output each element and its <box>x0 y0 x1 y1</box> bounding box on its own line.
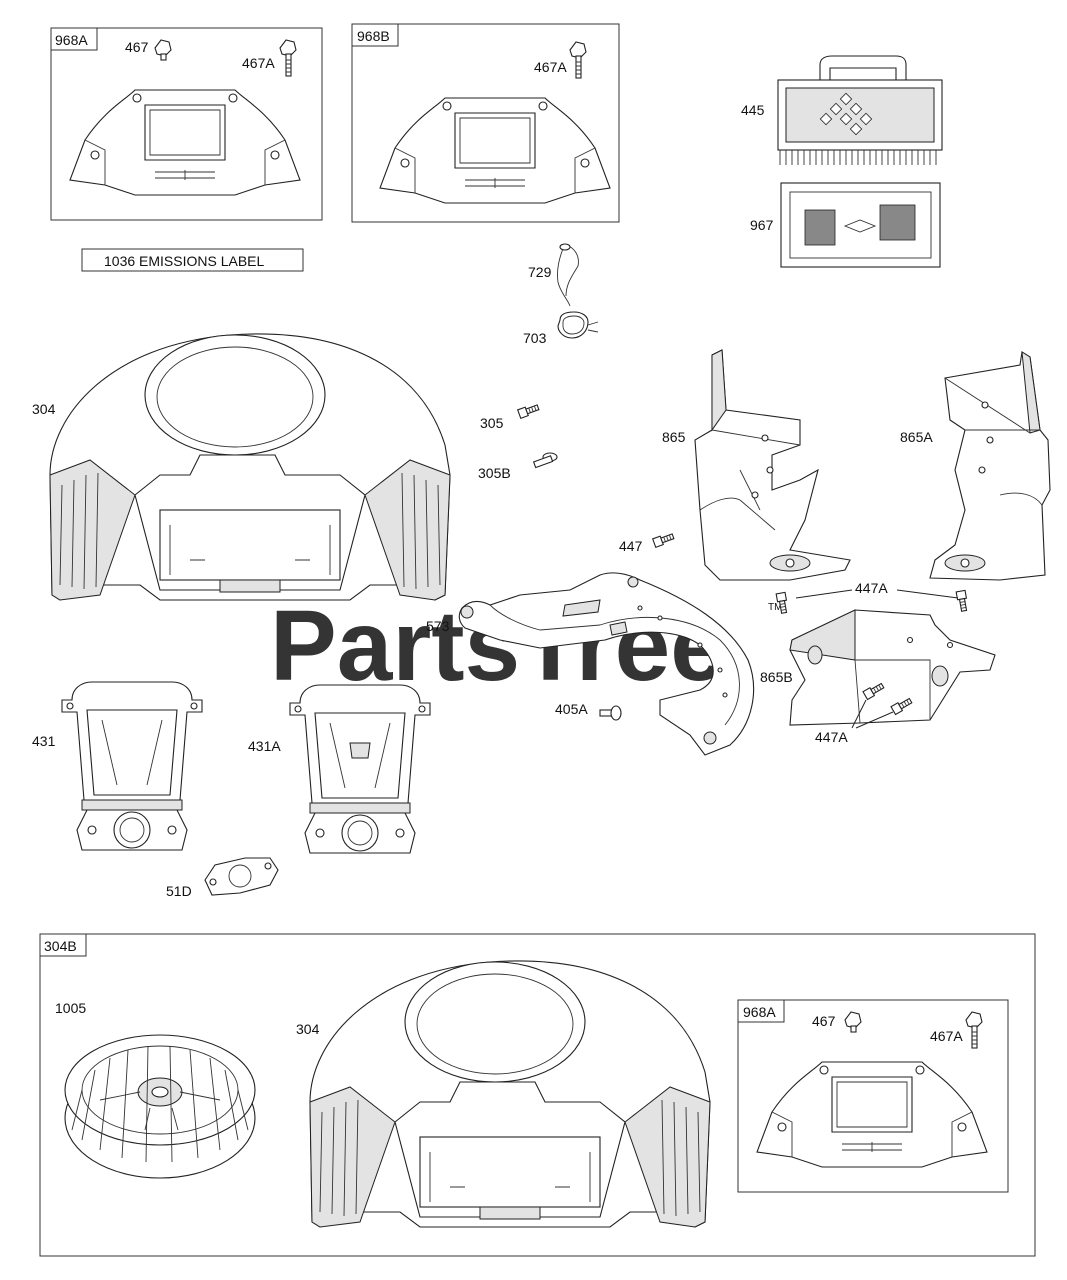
wire-tie-729: 729 <box>528 243 579 307</box>
leader-447a-right <box>896 589 959 599</box>
callout-729: 729 <box>528 264 552 280</box>
flywheel-1005: 1005 <box>55 1000 256 1179</box>
box-968a-bottom-title: 968A <box>743 1004 776 1020</box>
callout-1005: 1005 <box>55 1000 86 1016</box>
air-filter-445: 445 <box>741 55 943 165</box>
box-968b-title: 968B <box>357 28 390 44</box>
screw-447a-right <box>955 589 970 613</box>
callout-467a-bottom: 467A <box>930 1028 963 1044</box>
knob-467-bottom <box>844 1011 862 1033</box>
callout-467: 467 <box>125 39 149 55</box>
callout-467a: 467A <box>242 55 275 71</box>
baffle-865a: 865A <box>900 351 1051 581</box>
callout-304: 304 <box>32 401 56 417</box>
callout-305b: 305B <box>478 465 511 481</box>
clamp-703: 703 <box>523 311 599 346</box>
callout-467a-b: 467A <box>534 59 567 75</box>
callout-447a-top: 447A <box>855 580 888 596</box>
callout-304-bottom: 304 <box>296 1021 320 1037</box>
callout-447: 447 <box>619 538 643 554</box>
blower-housing-304-bottom <box>309 960 711 1228</box>
callout-405a: 405A <box>555 701 588 717</box>
leader-447a-left <box>795 589 853 599</box>
knob-467 <box>154 39 172 61</box>
callout-447a-bottom: 447A <box>815 729 848 745</box>
knob-467a <box>279 39 297 77</box>
baffle-865: 865 <box>662 349 851 581</box>
box-968a-top: 968A 467 467A <box>50 27 323 221</box>
intake-elbow-431 <box>61 681 203 851</box>
callout-865: 865 <box>662 429 686 445</box>
emissions-label: 1036 EMISSIONS LABEL <box>81 248 304 272</box>
box-304b-title: 304B <box>44 938 77 954</box>
box-968b: 968B 467A <box>351 23 620 223</box>
baffle-865b: 865B <box>760 609 996 726</box>
air-guide-968a-bottom <box>756 1061 988 1168</box>
callout-865b: 865B <box>760 669 793 685</box>
knob-467a-bottom <box>965 1011 983 1049</box>
callout-305: 305 <box>480 415 504 431</box>
box-968a-title: 968A <box>55 32 88 48</box>
knob-467a-b <box>569 41 587 79</box>
blower-housing-304 <box>49 333 451 601</box>
pre-cleaner-967: 967 <box>750 182 941 268</box>
callout-431: 431 <box>32 733 56 749</box>
callout-467-bottom: 467 <box>812 1013 836 1029</box>
callout-445: 445 <box>741 102 765 118</box>
callout-703: 703 <box>523 330 547 346</box>
air-guide-968a <box>69 89 301 196</box>
shoulder-bolt-305b <box>532 452 558 469</box>
callout-51d: 51D <box>166 883 192 899</box>
screw-405a <box>599 705 622 721</box>
callout-967: 967 <box>750 217 774 233</box>
gasket-51d: 51D <box>166 857 279 899</box>
leader-447a-lower-right <box>855 711 894 729</box>
watermark-tm: TM <box>768 602 782 613</box>
box-304b: 304B 1005 304 968A 467 467A <box>39 933 1036 1257</box>
callout-431a: 431A <box>248 738 281 754</box>
callout-865a: 865A <box>900 429 933 445</box>
leader-447a-lower-left <box>851 699 867 729</box>
air-guide-968b <box>379 97 611 204</box>
intake-elbow-431a <box>289 684 431 854</box>
emissions-label-text: 1036 EMISSIONS LABEL <box>104 253 265 269</box>
callout-573: 573 <box>426 618 450 634</box>
back-plate-573: 573 <box>426 572 755 756</box>
box-968a-bottom: 968A 467 467A <box>737 999 1009 1193</box>
screw-305 <box>517 402 541 419</box>
screw-447 <box>652 531 676 548</box>
